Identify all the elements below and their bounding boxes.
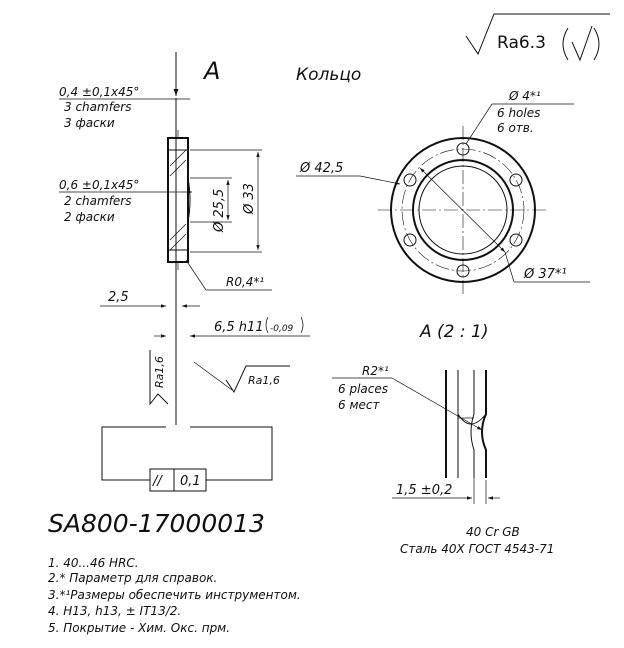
chamfer-mid-value: 0,6 ±0,1x45° — [59, 178, 139, 192]
callout-chamfer-mid: 0,6 ±0,1x45° 2 chamfers 2 фаски — [59, 178, 192, 224]
detail-radius-ru: 6 мест — [338, 398, 380, 412]
dim-thickness-tol: -0,09 — [270, 324, 294, 334]
pitch-text: Ø 37*¹ — [523, 267, 567, 282]
material-line1: 40 Cr GB — [466, 525, 520, 539]
flatness-value: 0,1 — [180, 474, 201, 489]
callout-detail-radius: R2*¹ 6 places 6 мест — [332, 364, 483, 431]
callout-chamfer-top: 0,4 ±0,1x45° 3 chamfers 3 фаски — [59, 85, 190, 130]
dim-thickness-text: 6,5 h11 — [214, 320, 264, 335]
dim-detail: 1,5 ±0,2 — [392, 452, 500, 504]
dim-inner-diameter: Ø 25,5 — [190, 177, 232, 233]
notes: 1. 40...46 HRC. 2.* Параметр для справок… — [48, 556, 301, 635]
chamfer-top-ru: 3 фаски — [64, 116, 115, 130]
bolt-holes — [403, 142, 523, 278]
detail-radius-en: 6 places — [338, 382, 388, 396]
roughness-left-text: Ra1,6 — [153, 356, 166, 388]
dim-thickness: 6,5 h11 -0,09 — [154, 316, 310, 338]
flatness-tolerance: // 0,1 — [101, 426, 273, 492]
note-4: 4. H13, h13, ± IT13/2. — [48, 604, 181, 618]
chamfer-mid-ru: 2 фаски — [64, 210, 115, 224]
callout-holes: Ø 4*¹ 6 holes 6 отв. — [465, 89, 574, 145]
material: 40 Cr GB Сталь 40Х ГОСТ 4543-71 — [400, 525, 554, 556]
general-roughness-symbol: Ra6.3 — [465, 13, 610, 62]
note-2: 2.* Параметр для справок. — [48, 571, 217, 585]
note-1: 1. 40...46 HRC. — [48, 556, 139, 570]
flatness-symbol: // — [152, 474, 163, 489]
note-5: 5. Покрытие - Хим. Окс. прм. — [48, 621, 230, 635]
note-3: 3.*¹Размеры обеспечить инструментом. — [48, 588, 301, 602]
view-label: A — [202, 57, 220, 85]
chamfer-top-en: 3 chamfers — [64, 100, 132, 114]
dim-2-5-text: 2,5 — [108, 290, 129, 305]
holes-en: 6 holes — [497, 106, 540, 120]
front-outer-text: Ø 42,5 — [299, 161, 343, 176]
part-number: SA800-17000013 — [48, 509, 265, 538]
dim-inner-text: Ø 25,5 — [212, 189, 227, 233]
dim-outer-diameter: Ø 33 — [190, 149, 262, 253]
general-roughness-value: Ra6.3 — [497, 33, 546, 53]
detail-view — [445, 370, 487, 478]
detail-radius-value: R2*¹ — [362, 364, 389, 378]
radius-side-text: R0,4*¹ — [226, 275, 264, 289]
front-view — [378, 126, 548, 294]
side-view — [167, 98, 191, 425]
chamfer-top-value: 0,4 ±0,1x45° — [59, 85, 139, 99]
chamfer-mid-en: 2 chamfers — [64, 194, 132, 208]
dim-2-5: 2,5 — [100, 290, 200, 308]
roughness-left: Ra1,6 — [149, 350, 169, 406]
roughness-right-text: Ra1,6 — [248, 374, 280, 387]
holes-ru: 6 отв. — [497, 121, 534, 135]
part-name: Кольцо — [296, 65, 361, 85]
detail-title: A (2 : 1) — [419, 322, 488, 342]
callout-pitch: Ø 37*¹ — [419, 167, 590, 283]
callout-radius-side: R0,4*¹ — [185, 259, 272, 291]
dim-outer-text: Ø 33 — [242, 183, 257, 215]
callout-front-outer: Ø 42,5 — [296, 161, 401, 185]
detail-dim-text: 1,5 ±0,2 — [396, 483, 452, 498]
roughness-right: Ra1,6 — [193, 361, 290, 394]
holes-value: Ø 4*¹ — [508, 89, 541, 103]
material-line2: Сталь 40Х ГОСТ 4543-71 — [400, 542, 554, 556]
